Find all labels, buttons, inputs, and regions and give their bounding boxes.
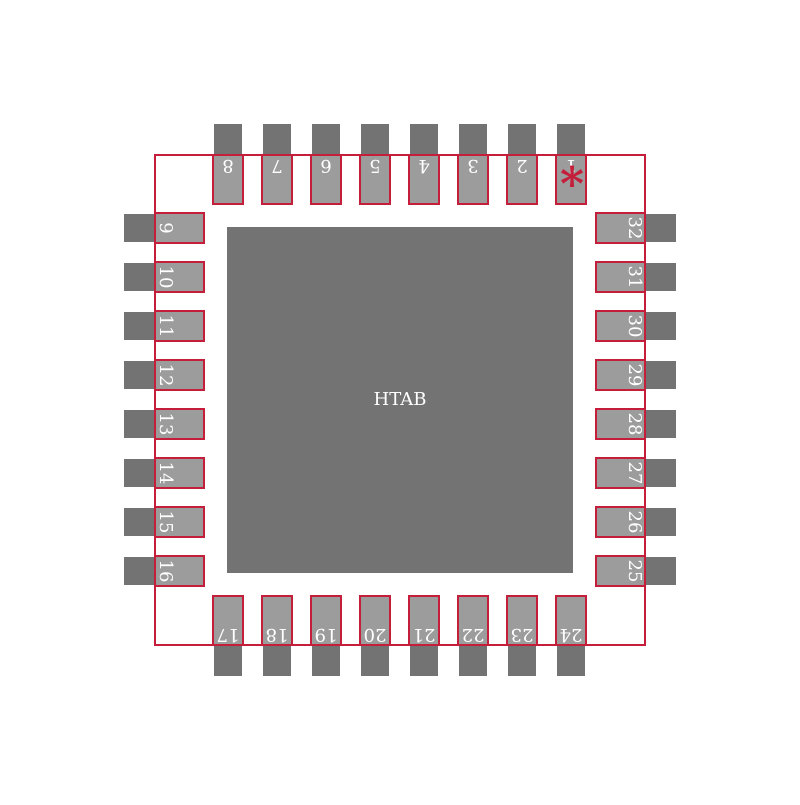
pad-23-lead	[508, 644, 536, 676]
pin-label-24: 24	[560, 624, 583, 645]
pad-29-lead	[644, 361, 676, 389]
pad-3	[457, 154, 489, 205]
package-body-outline	[154, 154, 646, 646]
pad-25	[595, 555, 646, 587]
pad-20	[359, 595, 391, 646]
center-pad-label: HTAB	[374, 389, 427, 410]
pin-label-7: 7	[271, 155, 282, 176]
pad-16-lead	[124, 557, 156, 585]
pad-12	[154, 359, 205, 391]
pad-26-lead	[644, 508, 676, 536]
pad-20-lead	[361, 644, 389, 676]
pin-label-6: 6	[320, 155, 331, 176]
pin-label-21: 21	[413, 624, 436, 645]
pin-label-3: 3	[467, 155, 478, 176]
pin-label-28: 28	[624, 413, 645, 436]
pad-10-lead	[124, 263, 156, 291]
pad-17-lead	[214, 644, 242, 676]
pin-label-23: 23	[511, 624, 534, 645]
pad-2-lead	[508, 124, 536, 156]
pin-label-26: 26	[624, 511, 645, 534]
pin-label-19: 19	[315, 624, 338, 645]
pad-13-lead	[124, 410, 156, 438]
pad-25-lead	[644, 557, 676, 585]
pin-label-25: 25	[624, 560, 645, 583]
pad-18	[261, 595, 293, 646]
outline-layer	[154, 154, 646, 646]
pin-label-11: 11	[155, 315, 176, 338]
center-thermal-pad	[227, 227, 573, 573]
pad-8-lead	[214, 124, 242, 156]
pad-21	[408, 595, 440, 646]
pin1-marker: *	[560, 157, 584, 211]
pad-4-lead	[410, 124, 438, 156]
pad-17	[212, 595, 244, 646]
pad-27	[595, 457, 646, 489]
pad-7-lead	[263, 124, 291, 156]
pin-label-13: 13	[155, 413, 176, 436]
pin-label-2: 2	[516, 155, 527, 176]
pad-15-lead	[124, 508, 156, 536]
pad-12-lead	[124, 361, 156, 389]
pad-18-lead	[263, 644, 291, 676]
pad-8	[212, 154, 244, 205]
pad-1-lead	[557, 124, 585, 156]
pin-label-27: 27	[624, 462, 645, 485]
pad-23	[506, 595, 538, 646]
pin-label-22: 22	[462, 624, 485, 645]
pad-21-lead	[410, 644, 438, 676]
pad-28	[595, 408, 646, 440]
pad-5-lead	[361, 124, 389, 156]
pin-label-9: 9	[155, 222, 176, 233]
pad-7	[261, 154, 293, 205]
pad-11-lead	[124, 312, 156, 340]
pin-label-1: 1	[565, 155, 576, 176]
pad-22	[457, 595, 489, 646]
pin-label-4: 4	[418, 155, 429, 176]
pad-19	[310, 595, 342, 646]
pin-label-20: 20	[364, 624, 387, 645]
pad-19-lead	[312, 644, 340, 676]
pad-26	[595, 506, 646, 538]
pin-label-15: 15	[155, 511, 176, 534]
pad-31-lead	[644, 263, 676, 291]
pad-4	[408, 154, 440, 205]
pin-label-29: 29	[624, 364, 645, 387]
pad-22-lead	[459, 644, 487, 676]
pad-32-lead	[644, 214, 676, 242]
pin-label-18: 18	[266, 624, 289, 645]
pad-30-lead	[644, 312, 676, 340]
pad-15	[154, 506, 205, 538]
pin-label-10: 10	[155, 266, 176, 289]
pad-16	[154, 555, 205, 587]
pads-layer	[124, 124, 676, 676]
pad-24-lead	[557, 644, 585, 676]
pad-28-lead	[644, 410, 676, 438]
pin-label-5: 5	[369, 155, 380, 176]
pad-32	[595, 212, 646, 244]
pad-2	[506, 154, 538, 205]
pin-label-17: 17	[217, 624, 240, 645]
pin-label-8: 8	[222, 155, 233, 176]
pad-14-lead	[124, 459, 156, 487]
pin-label-14: 14	[155, 462, 176, 485]
pin-label-30: 30	[624, 315, 645, 338]
pad-27-lead	[644, 459, 676, 487]
pin-label-16: 16	[155, 560, 176, 583]
pad-9-lead	[124, 214, 156, 242]
pin-label-31: 31	[624, 266, 645, 289]
pin-label-32: 32	[624, 217, 645, 240]
pad-6-lead	[312, 124, 340, 156]
pad-3-lead	[459, 124, 487, 156]
pin-label-12: 12	[155, 364, 176, 387]
pad-11	[154, 310, 205, 342]
pad-10	[154, 261, 205, 293]
